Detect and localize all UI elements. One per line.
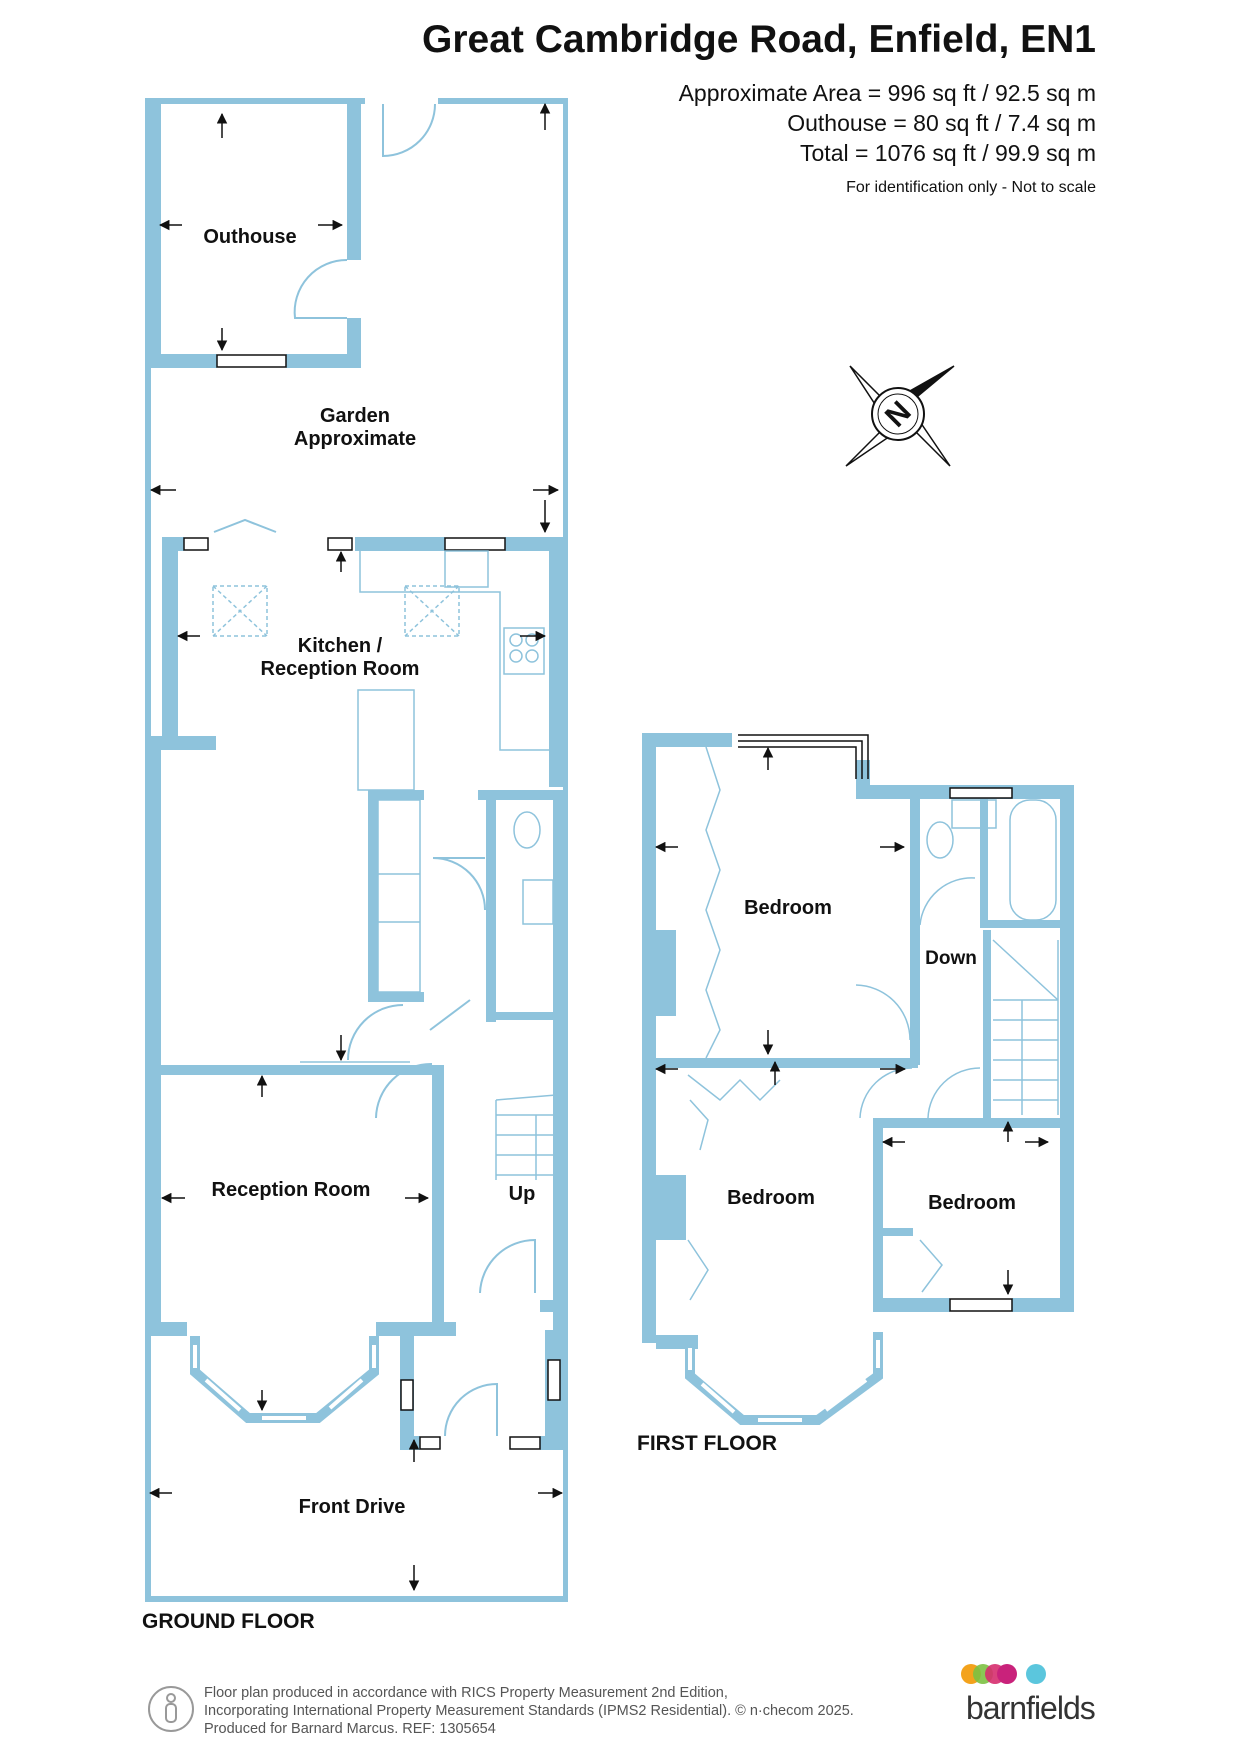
label-stairs-down: Down <box>925 948 977 969</box>
brand-dots <box>961 1664 1046 1684</box>
room-reception: Reception Room <box>212 1179 371 1201</box>
room-kitchen-line2: Reception Room <box>261 658 420 680</box>
compass-icon: N <box>845 365 955 467</box>
approx-area: Approximate Area = 996 sq ft / 92.5 sq m <box>678 80 1096 106</box>
person-icon <box>148 1686 194 1732</box>
first-bay-window <box>685 1332 883 1425</box>
dimension-arrows <box>148 102 1050 1592</box>
label-stairs-up: Up <box>509 1183 536 1205</box>
first-windows <box>738 734 1013 1312</box>
footer-credits: Floor plan produced in accordance with R… <box>204 1684 854 1738</box>
room-bedroom-small: Bedroom <box>928 1192 1016 1214</box>
kitchen-fixtures <box>212 550 557 1180</box>
first-floor-walls <box>642 733 1074 1349</box>
total-area: Total = 1076 sq ft / 99.9 sq m <box>800 140 1096 166</box>
first-bay-window-glass <box>688 1340 880 1422</box>
room-garden-line1: Garden <box>320 405 390 427</box>
first-floor-label: FIRST FLOOR <box>637 1432 777 1455</box>
ground-bay-window <box>190 1336 379 1423</box>
room-garden-line2: Approximate <box>294 428 416 450</box>
ground-floor-walls <box>145 98 568 1602</box>
room-bedroom-rear: Bedroom <box>744 897 832 919</box>
ground-doors <box>213 103 536 1437</box>
room-bedroom-front: Bedroom <box>727 1187 815 1209</box>
ground-floor-label: GROUND FLOOR <box>142 1610 315 1633</box>
room-outhouse: Outhouse <box>203 226 296 248</box>
plan-title: Great Cambridge Road, Enfield, EN1 <box>422 18 1096 61</box>
brand-logo: barnfields <box>966 1690 1096 1726</box>
room-front-drive: Front Drive <box>299 1496 406 1518</box>
first-fixtures <box>687 746 1059 1301</box>
ground-bay-window-glass <box>193 1345 376 1420</box>
scale-note: For identification only - Not to scale <box>846 179 1096 196</box>
ground-windows <box>183 354 561 1450</box>
footer-line-3: Produced for Barnard Marcus. REF: 130565… <box>204 1721 496 1737</box>
room-kitchen-line1: Kitchen / <box>298 635 383 657</box>
outhouse-area: Outhouse = 80 sq ft / 7.4 sq m <box>787 110 1096 136</box>
footer-line-2: Incorporating International Property Mea… <box>204 1703 854 1719</box>
footer-line-1: Floor plan produced in accordance with R… <box>204 1685 728 1701</box>
